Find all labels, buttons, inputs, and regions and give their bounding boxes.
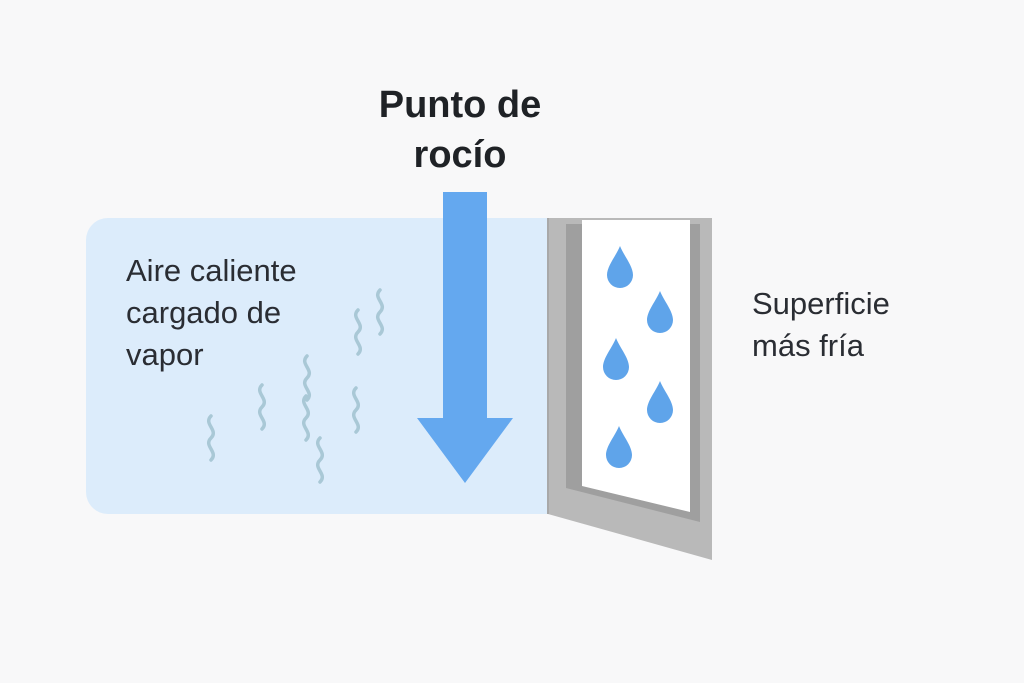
vapor-wave-icon: [207, 414, 215, 462]
window-icon: [547, 218, 712, 560]
vapor-wave-icon: [302, 394, 310, 442]
warm-air-label: Aire caliente cargado de vapor: [126, 253, 297, 372]
vapor-wave-icon: [258, 383, 266, 431]
vapor-wave-icon: [352, 386, 360, 434]
vapor-wave-icon: [354, 308, 362, 356]
water-drop-icon: [606, 426, 632, 468]
water-drop-icon: [607, 246, 633, 288]
vapor-waves: [207, 288, 384, 484]
vapor-wave-icon: [316, 436, 324, 484]
window-glass: [582, 220, 690, 512]
water-drop-icon: [603, 338, 629, 380]
dew-point-title: Punto de rocío: [378, 84, 542, 176]
water-drop-icon: [647, 291, 673, 333]
down-arrow-icon: [417, 192, 513, 483]
cold-surface-label: Superficie más fría: [752, 286, 890, 363]
vapor-wave-icon: [376, 288, 384, 336]
water-drops: [603, 246, 673, 468]
down-arrow-head: [417, 418, 513, 483]
water-drop-icon: [647, 381, 673, 423]
vapor-wave-icon: [303, 354, 311, 402]
down-arrow-shaft: [443, 192, 487, 420]
